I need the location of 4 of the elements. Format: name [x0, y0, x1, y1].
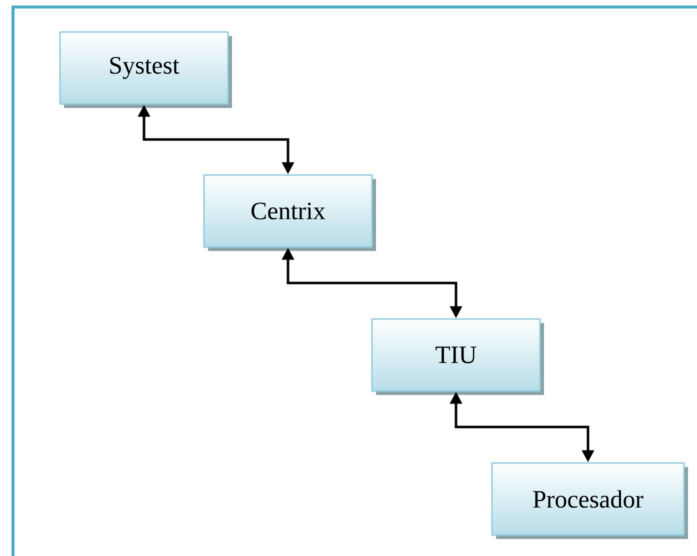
process-box: Systest: [59, 31, 232, 108]
process-box: TIU: [371, 318, 544, 395]
process-box: Centrix: [203, 174, 376, 251]
process-box: Procesador: [491, 462, 688, 539]
